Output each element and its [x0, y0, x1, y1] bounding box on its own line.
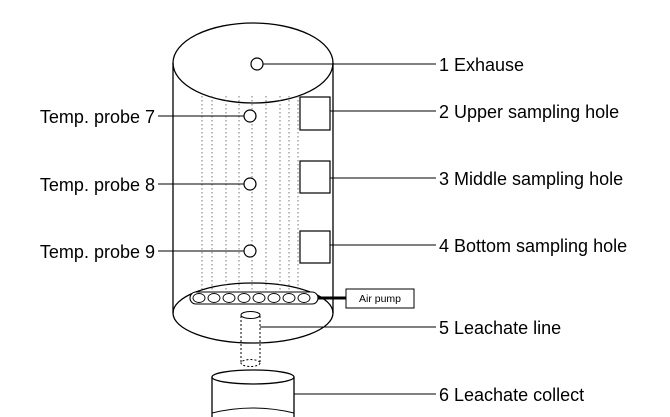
probe-7-label: Temp. probe 7 [40, 107, 155, 127]
leachate-collect-label: 6 Leachate collect [439, 385, 584, 405]
leachate-pipe-top [240, 311, 261, 319]
temp-probe-7 [243, 109, 257, 123]
leachate-pipe-bottom [240, 359, 261, 367]
temp-probe-9 [243, 244, 257, 258]
middle-sampling-hole [299, 160, 331, 194]
reactor-cylinder [172, 22, 334, 344]
probe-8-label: Temp. probe 8 [40, 175, 155, 195]
exhaust-label: 1 Exhause [439, 55, 524, 75]
leachate-pipe [240, 311, 261, 367]
aeration-hole [207, 293, 221, 303]
aeration-hole [237, 293, 251, 303]
exhaust-port [250, 57, 264, 71]
dotted-columns [201, 96, 299, 290]
aeration-hole [297, 293, 311, 303]
air-pump-label: Air pump [359, 293, 401, 305]
aeration-hole [252, 293, 266, 303]
air-pump-box [345, 288, 415, 309]
temp-probe-8 [243, 177, 257, 191]
probe-9-label: Temp. probe 9 [40, 242, 155, 262]
middle-sampling-label: 3 Middle sampling hole [439, 169, 623, 189]
bottom-sampling-hole [299, 230, 331, 264]
collector-inner-rim [211, 407, 295, 414]
upper-sampling-hole [299, 96, 331, 131]
bottom-sampling-label: 4 Bottom sampling hole [439, 236, 627, 256]
aeration-hole [267, 293, 281, 303]
upper-sampling-label: 2 Upper sampling hole [439, 102, 619, 122]
leachate-collector [211, 369, 295, 417]
aeration-hole [222, 293, 236, 303]
cylinder-bottom-ellipse [172, 282, 334, 344]
aeration-tube [189, 291, 319, 305]
leachate-line-label: 5 Leachate line [439, 318, 561, 338]
aeration-holes [192, 293, 311, 303]
collector-top [211, 369, 295, 385]
aeration-hole [282, 293, 296, 303]
aeration-hole [192, 293, 206, 303]
